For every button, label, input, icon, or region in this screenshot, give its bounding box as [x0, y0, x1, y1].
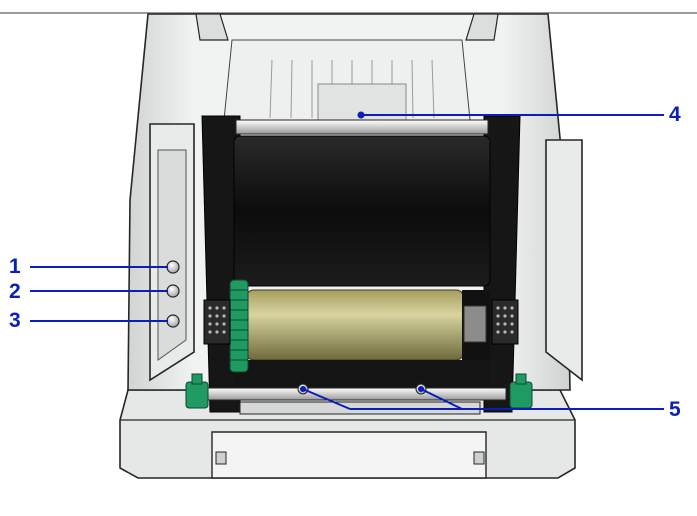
button-1	[166, 260, 180, 274]
top-rod	[235, 119, 489, 135]
callout-number-1: 1	[9, 255, 21, 278]
callout-number-2: 2	[9, 280, 21, 303]
control-buttons	[166, 260, 180, 328]
button-3	[166, 314, 180, 328]
callout-dot-5-right	[418, 386, 424, 392]
ribbon-roll	[233, 135, 491, 287]
callout-line-5a	[302, 388, 351, 410]
callout-line-5c	[420, 388, 463, 410]
callout-lines	[30, 114, 664, 410]
side-frames	[149, 123, 583, 382]
ribbon-clip-left	[203, 299, 231, 345]
release-lever-left	[185, 373, 209, 409]
button-2	[166, 284, 180, 298]
ribbon-clip-right	[491, 299, 519, 345]
callout-number-4: 4	[669, 103, 681, 126]
ribbon-spool	[245, 289, 465, 361]
bottom-rod	[205, 387, 507, 401]
callout-dot-5-left	[300, 386, 306, 392]
callout-number-3: 3	[9, 309, 21, 332]
callout-number-5: 5	[669, 398, 681, 421]
ribbon-mechanism	[185, 115, 533, 415]
callout-dot-4	[357, 111, 365, 119]
callout-dots	[300, 111, 424, 392]
gear-icon	[229, 279, 249, 373]
